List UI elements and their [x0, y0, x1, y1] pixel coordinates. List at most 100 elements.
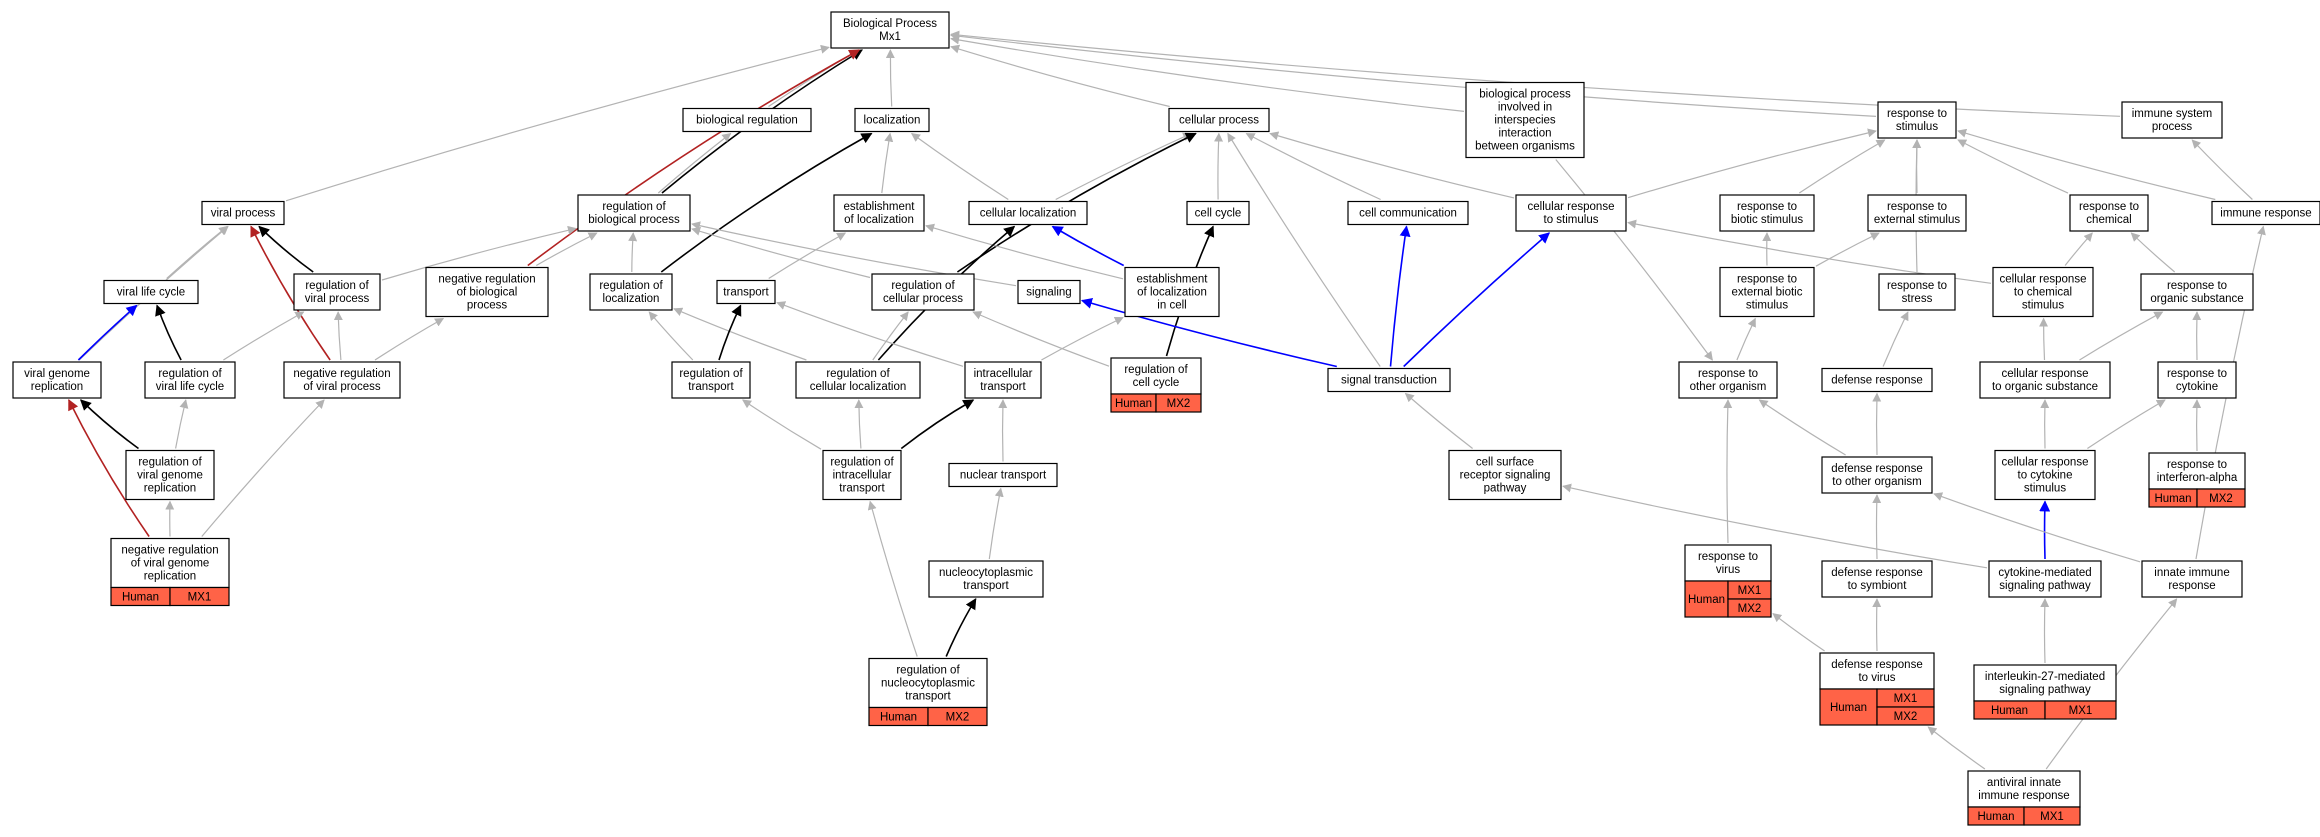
go-node-nuctrans[interactable]: nuclear transport: [948, 462, 1058, 488]
node-label-line: response to: [1698, 551, 1758, 563]
node-box: [293, 273, 381, 311]
node-label-line: to chemical: [2014, 287, 2072, 299]
node-label-line: response to: [1887, 108, 1947, 120]
go-node-cellproc[interactable]: cellular process: [1168, 107, 1270, 133]
node-label-line: biological regulation: [696, 115, 798, 127]
go-node-cellloc[interactable]: cellular localization: [968, 200, 1088, 226]
go-node-transport[interactable]: transport: [716, 279, 776, 305]
edge-viralproc-to-bp: [285, 44, 830, 202]
edge-transport-to-estloc: [768, 232, 847, 280]
node-label-line: response to: [1737, 201, 1797, 213]
node-label-line: regulation of: [305, 280, 369, 292]
annotation-gene: MX2: [1738, 603, 1762, 615]
node-box: [1719, 266, 1815, 318]
node-box: [964, 361, 1042, 399]
edge-regviralgen-to-regvirallife: [175, 399, 189, 449]
node-box: [854, 107, 930, 133]
node-label-line: replication: [31, 381, 83, 393]
node-label-line: replication: [144, 483, 196, 495]
node-box: [928, 560, 1044, 598]
go-node-signaling[interactable]: signaling: [1017, 279, 1081, 305]
go-node-sigtrans[interactable]: signal transduction: [1327, 367, 1451, 393]
node-label-line: pathway: [1484, 483, 1527, 495]
edge-immresp-to-immsys: [2191, 139, 2253, 200]
go-node-defresp[interactable]: defense response: [1821, 367, 1933, 393]
node-label-line: viral genome: [24, 368, 90, 380]
edge-cytomed-to-cellsurf: [1562, 483, 1988, 569]
annotation-cell: [2044, 700, 2117, 720]
node-box: [2121, 101, 2223, 139]
go-node-immresp[interactable]: immune response: [2211, 200, 2320, 226]
node-label-line: of viral genome: [131, 558, 210, 570]
go-node-regnucleo[interactable]: regulation ofnucleocytoplasmictransportH…: [868, 657, 988, 727]
node-box: [1819, 652, 1935, 690]
edge-respstim-to-bp: [950, 31, 1877, 117]
node-box: [682, 107, 812, 133]
annotation-gene: MX1: [188, 592, 212, 604]
go-node-bioreg[interactable]: biological regulation: [682, 107, 812, 133]
node-label-line: regulation of: [826, 368, 890, 380]
go-node-loc[interactable]: localization: [854, 107, 930, 133]
edge-cellrespstim-to-cellproc: [1269, 131, 1515, 199]
go-node-cellcomm[interactable]: cell communication: [1347, 200, 1469, 226]
node-label-line: regulation of: [830, 457, 894, 469]
node-label-line: regulation of: [896, 665, 960, 677]
go-node-cellcycle[interactable]: cell cycle: [1186, 200, 1250, 226]
edge-cellproc-to-bp: [950, 44, 1170, 108]
go-node-viralproc[interactable]: viral process: [201, 200, 285, 226]
edge-cellrespchem-to-respchem: [2064, 232, 2093, 266]
go-node-virallife[interactable]: viral life cycle: [103, 279, 199, 305]
node-label-line: response to: [2167, 459, 2227, 471]
annotation-cell: [1155, 393, 1202, 413]
node-label-line: signaling: [1026, 287, 1071, 299]
node-label-line: involved in: [1498, 102, 1552, 114]
node-box: [948, 462, 1058, 488]
annotation-gene: MX1: [1894, 693, 1918, 705]
node-box: [1821, 560, 1933, 598]
